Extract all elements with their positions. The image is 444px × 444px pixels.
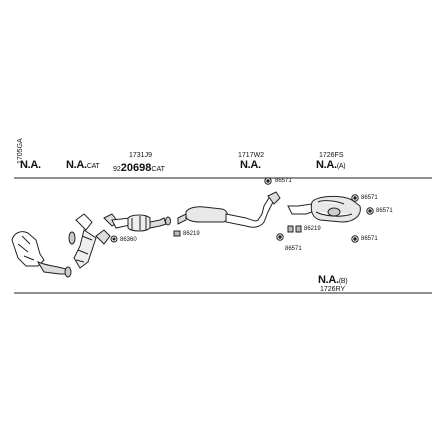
part-number-label: 86571 <box>285 246 302 252</box>
part-number-label: 86219 <box>304 226 321 232</box>
middle-silencer-part[interactable] <box>177 191 281 228</box>
manifold-part[interactable] <box>68 213 111 269</box>
part-number-label: 86360 <box>120 237 137 243</box>
part-number-label: 86571 <box>275 178 292 184</box>
na-label-bottom: N.A.(B) <box>318 274 348 286</box>
part-number-label: 86219 <box>183 231 200 237</box>
rear-silencer-part[interactable] <box>287 195 361 223</box>
code-label-bottom: 1726RY <box>320 286 346 293</box>
code-label-5: 1726FS <box>319 152 344 159</box>
na-label-5: N.A.(A) <box>316 159 346 171</box>
code-label-3: 1731J9 <box>129 152 152 159</box>
part-number-label: 86571 <box>376 208 393 214</box>
catalyst-part[interactable] <box>103 213 171 232</box>
code-label-3-line: 9220698CAT <box>113 162 165 174</box>
na-label-2: N.A.CAT <box>66 159 100 171</box>
part-number-label: 86571 <box>361 236 378 242</box>
hanger-rubbers <box>110 177 374 243</box>
na-label-1: N.A. <box>20 159 41 171</box>
clamps <box>173 225 302 237</box>
code-label-4: 1717W2 <box>238 152 265 159</box>
front-pipe-part[interactable] <box>11 231 72 278</box>
part-number-label: 86571 <box>361 195 378 201</box>
na-label-4: N.A. <box>240 159 261 171</box>
